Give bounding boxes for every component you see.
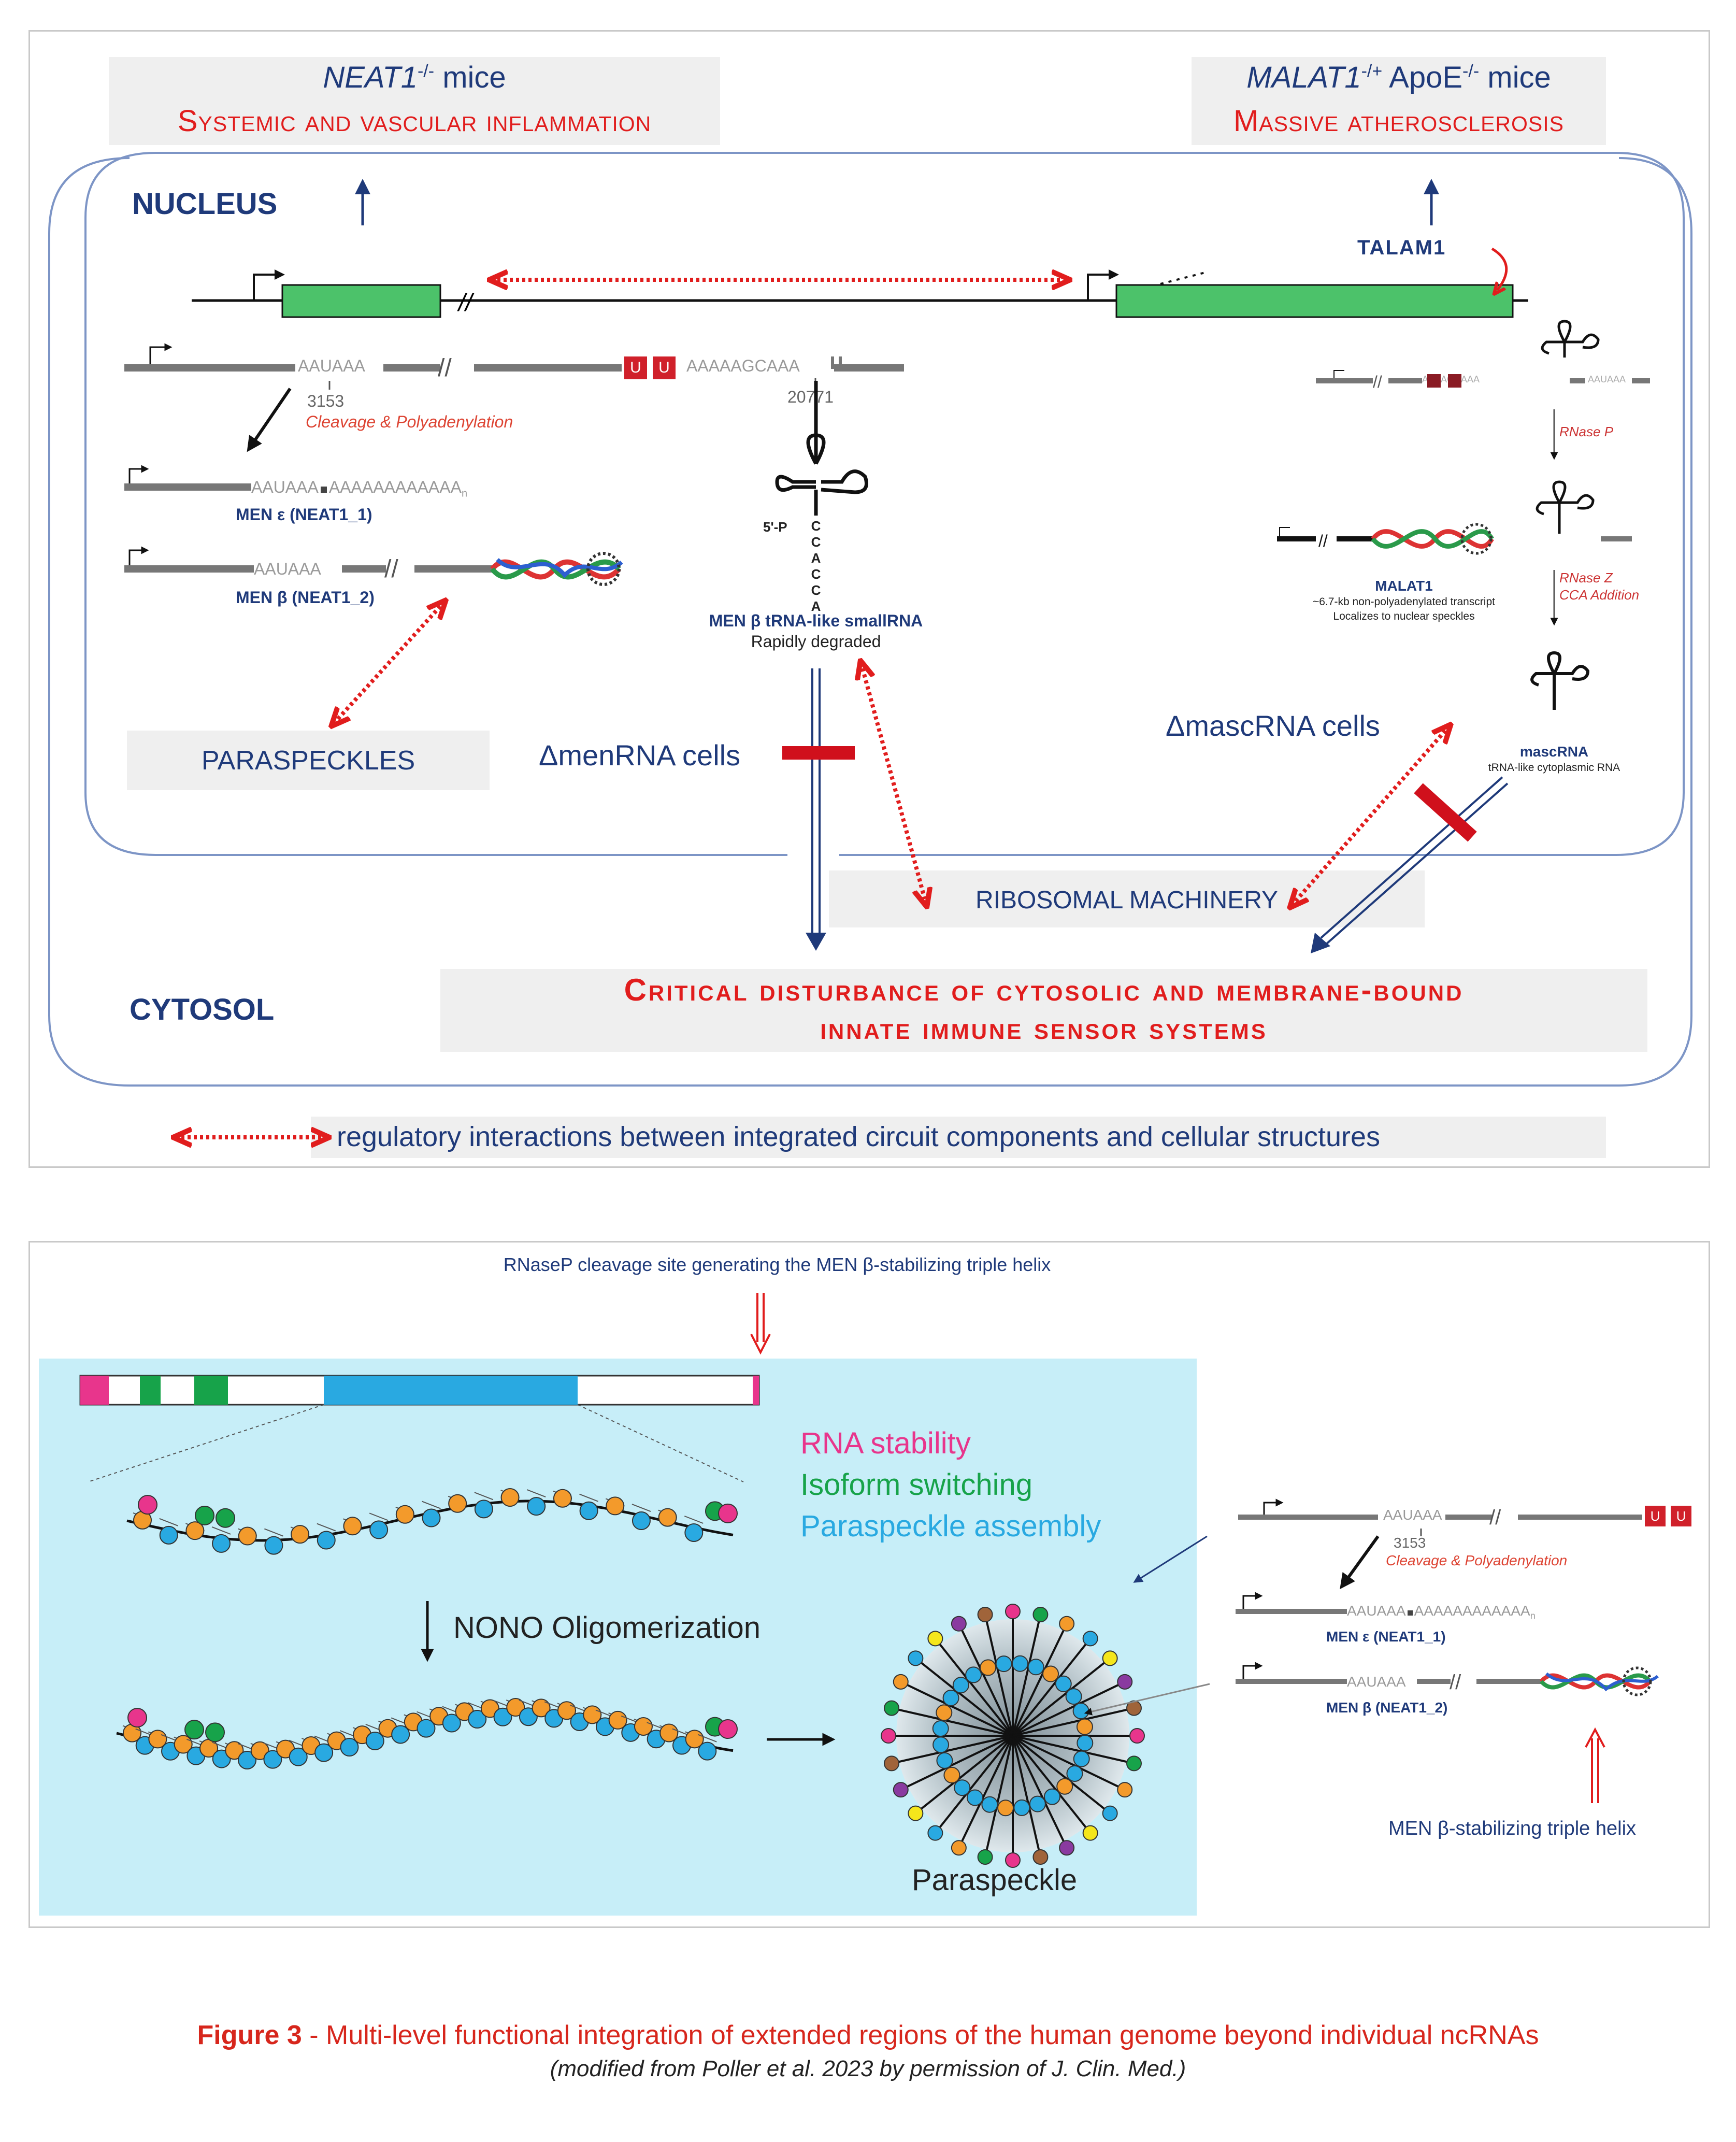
cleavage-mark xyxy=(1407,1610,1413,1616)
critical-box: Critical disturbance of cytosolic and me… xyxy=(440,969,1647,1052)
figure-number: Figure 3 xyxy=(197,2020,302,2050)
u-box: U xyxy=(1671,1506,1691,1526)
rnasep-label: RNaseP cleavage site generating the MEN … xyxy=(503,1254,1051,1275)
paraspeckles-label: PARASPECKLES xyxy=(201,746,415,776)
critical-line2: innate immune sensor systems xyxy=(820,1011,1268,1046)
rt-aauaaa: AAUAAA xyxy=(1383,1507,1442,1523)
paraspeckles-box: PARASPECKLES xyxy=(127,731,490,790)
apoe-genotype: -/- xyxy=(1462,61,1480,81)
delta-mascrna-label: ΔmascRNA cells xyxy=(1166,709,1380,742)
five-prime-p: 5'-P xyxy=(763,519,787,535)
legend-isoform: Isoform switching xyxy=(800,1468,1033,1502)
talam1-label: TALAM1 xyxy=(1357,236,1446,259)
ribosomal-box: RIBOSOMAL MACHINERY xyxy=(829,870,1425,927)
nono-label: NONO Oligomerization xyxy=(453,1611,761,1645)
malat1-gene-name: MALAT1 xyxy=(1246,61,1361,94)
pos-3153: 3153 xyxy=(307,392,345,410)
u-box: U xyxy=(653,356,676,379)
ribosomal-label: RIBOSOMAL MACHINERY xyxy=(975,887,1279,914)
rt-pos-3153: 3153 xyxy=(1394,1535,1426,1551)
rt-beta-seq: AAUAAA xyxy=(1347,1674,1406,1690)
cytosol-label: CYTOSOL xyxy=(130,993,275,1026)
rt-cleavage: Cleavage & Polyadenylation xyxy=(1386,1552,1568,1568)
cleavage-mark xyxy=(320,487,327,493)
caption-line: Figure 3 - Multi-level functional integr… xyxy=(0,2020,1736,2051)
pos-20771: 20771 xyxy=(787,388,834,406)
mascrna-desc: tRNA-like cytoplasmic RNA xyxy=(1488,762,1620,774)
polya-n: n xyxy=(461,488,468,499)
malat1-gene-label: Malat-1 xyxy=(1270,284,1357,313)
men-epsilon-label: MEN ε (NEAT1_1) xyxy=(236,505,372,524)
malat1-title: MALAT1 xyxy=(1375,578,1433,594)
header-left-mice: NEAT1-/- mice xyxy=(109,60,720,95)
trna-smallrna-label: MEN β tRNA-like smallRNA xyxy=(709,611,923,630)
nt: C xyxy=(811,534,821,550)
mice-label: mice xyxy=(434,61,506,94)
cleavage-label: Cleavage & Polyadenylation xyxy=(306,412,513,431)
legend-text: regulatory interactions between integrat… xyxy=(337,1121,1381,1152)
nt: C xyxy=(811,582,821,598)
malat1-desc2: Localizes to nuclear speckles xyxy=(1333,610,1475,622)
cca-sequence: C C A C C A xyxy=(808,518,824,615)
legend-rna-stability: RNA stability xyxy=(800,1426,971,1460)
critical-line1: Critical disturbance of cytosolic and me… xyxy=(624,973,1464,1007)
caption-credit: (modified from Poller et al. 2023 by per… xyxy=(550,2056,1186,2081)
neat1-gene-name: NEAT1 xyxy=(323,61,418,94)
malat1-seq2: AAUAAA xyxy=(1588,374,1626,384)
cca-addition-label: CCA Addition xyxy=(1559,587,1640,603)
u-box: U xyxy=(624,356,647,379)
paraspeckle-label: Paraspeckle xyxy=(912,1863,1078,1897)
rt-eps-polya: AAAAAAAAAAAA xyxy=(1414,1603,1530,1619)
nucleus-label: NUCLEUS xyxy=(132,187,278,221)
caption-text: - Multi-level functional integration of … xyxy=(302,2020,1539,2050)
men-beta-label: MEN β (NEAT1_2) xyxy=(236,588,375,607)
neat1-gene-label: Neat1 xyxy=(325,284,395,313)
rt-men-eps-label: MEN ε (NEAT1_1) xyxy=(1326,1629,1446,1645)
legend-box: regulatory interactions between integrat… xyxy=(311,1117,1606,1158)
neat1-aauaaa: AAUAAA xyxy=(298,356,365,375)
polya-n: n xyxy=(1530,1610,1536,1621)
u-box: U xyxy=(1645,1506,1666,1526)
mascrna-title: mascRNA xyxy=(1519,744,1589,760)
rt-eps-seq: AAUAAA AAAAAAAAAAAAn xyxy=(1347,1603,1536,1622)
malat1-genotype: -/+ xyxy=(1361,61,1383,81)
neat1-genotype: -/- xyxy=(417,61,435,81)
phenotype-inflammation: Systemic and vascular inflammation xyxy=(177,104,652,138)
malat1-seq1: AAAAGCAAA xyxy=(1422,374,1480,384)
malat1-desc1: ~6.7-kb non-polyadenylated transcript xyxy=(1313,596,1495,608)
phenotype-atherosclerosis: Massive atherosclerosis xyxy=(1233,104,1565,138)
header-left: NEAT1-/- mice Systemic and vascular infl… xyxy=(109,57,720,145)
legend-assembly: Paraspeckle assembly xyxy=(800,1509,1101,1543)
nt: A xyxy=(811,550,821,566)
men-beta-seq: AAUAAA xyxy=(254,560,321,578)
men-eps-seq: AAUAAA AAAAAAAAAAAAn xyxy=(251,478,467,499)
rt-eps-signal: AAUAAA xyxy=(1347,1603,1406,1619)
mice-label: mice xyxy=(1479,61,1551,94)
rapidly-degraded-label: Rapidly degraded xyxy=(751,632,881,651)
rt-men-beta-label: MEN β (NEAT1_2) xyxy=(1326,1700,1448,1716)
header-right: MALAT1-/+ ApoE-/- mice Massive atheroscl… xyxy=(1192,57,1606,145)
header-right-mice: MALAT1-/+ ApoE-/- mice xyxy=(1192,60,1606,95)
nt: C xyxy=(811,566,821,582)
men-eps-signal: AAUAAA xyxy=(251,478,319,496)
men-eps-polya: AAAAAAAAAAAA xyxy=(328,478,462,496)
neat1-tail-seq: AAAAAGCAAA xyxy=(686,356,800,375)
rnase-p-label: RNase P xyxy=(1559,424,1614,439)
delta-menrna-label: ΔmenRNA cells xyxy=(539,739,741,772)
triple-helix-label: MEN β-stabilizing triple helix xyxy=(1388,1818,1637,1839)
nt: C xyxy=(811,518,821,534)
apoe-label: ApoE xyxy=(1382,61,1463,94)
rnase-z-label: RNase Z xyxy=(1559,570,1613,586)
